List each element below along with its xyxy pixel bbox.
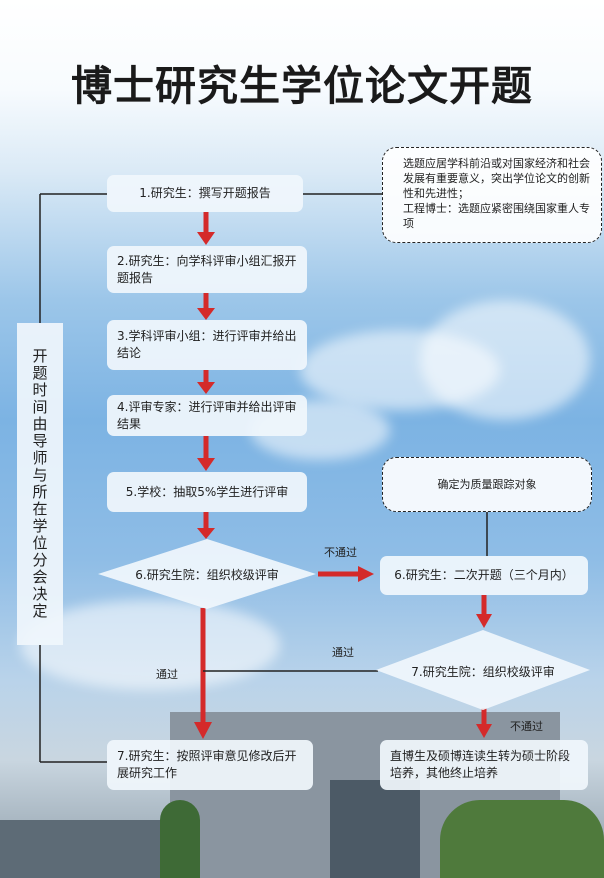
second-proposal-box: 6.研究生：二次开题（三个月内） — [380, 556, 588, 595]
step-3-box: 3.学科评审小组：进行评审并给出结论 — [107, 320, 307, 370]
step-7-label: 7.研究生：按照评审意见修改后开展研究工作 — [117, 749, 297, 780]
cloud-decoration — [20, 600, 280, 690]
building-decoration — [330, 780, 420, 878]
decision-diamond-1 — [98, 539, 316, 609]
second-proposal-label: 6.研究生：二次开题（三个月内） — [394, 568, 574, 582]
step-2-box: 2.研究生：向学科评审小组汇报开题报告 — [107, 246, 307, 293]
step-5-label: 5.学校：抽取5%学生进行评审 — [125, 484, 289, 499]
decision-diamond-2 — [376, 630, 590, 710]
step-5-box: 5.学校：抽取5%学生进行评审 — [107, 472, 307, 512]
quality-tracking-label: 确定为质量跟踪对象 — [437, 478, 537, 491]
fail-label-1: 不通过 — [324, 546, 357, 559]
decision-1-label: 6.研究生院：组织校级评审 — [135, 568, 279, 582]
step-4-label: 4.评审专家：进行评审并给出评审结果 — [117, 399, 297, 431]
step-4-box: 4.评审专家：进行评审并给出评审结果 — [107, 395, 307, 436]
fail-label-2: 不通过 — [510, 720, 543, 733]
cloud-decoration — [420, 300, 590, 420]
timing-side-note-text: 开题时间由导师与所在学位分会决定 — [30, 348, 49, 620]
tree-decoration — [160, 800, 200, 878]
pass-label-right: 通过 — [332, 646, 354, 659]
pass-label-left: 通过 — [156, 668, 178, 681]
termination-label: 直博生及硕博连读生转为硕士阶段培养，其他终止培养 — [390, 749, 571, 780]
building-decoration — [0, 820, 170, 878]
step-3-label: 3.学科评审小组：进行评审并给出结论 — [117, 329, 297, 360]
step-1-label: 1.研究生：撰写开题报告 — [139, 186, 271, 200]
termination-box: 直博生及硕博连读生转为硕士阶段培养，其他终止培养 — [380, 740, 588, 790]
page-title: 博士研究生学位论文开题 — [71, 62, 533, 110]
topic-requirement-note: 选题应居学科前沿或对国家经济和社会发展有重要意义，突出学位论文的创新性和先进性；… — [382, 147, 602, 243]
tree-decoration — [440, 800, 604, 878]
timing-side-note: 开题时间由导师与所在学位分会决定 — [17, 323, 63, 645]
step-2-label: 2.研究生：向学科评审小组汇报开题报告 — [117, 253, 297, 285]
decision-2-label: 7.研究生院：组织校级评审 — [411, 665, 555, 679]
step-7-box: 7.研究生：按照评审意见修改后开展研究工作 — [107, 740, 313, 790]
quality-tracking-note: 确定为质量跟踪对象 — [382, 457, 592, 512]
step-1-box: 1.研究生：撰写开题报告 — [107, 175, 303, 212]
